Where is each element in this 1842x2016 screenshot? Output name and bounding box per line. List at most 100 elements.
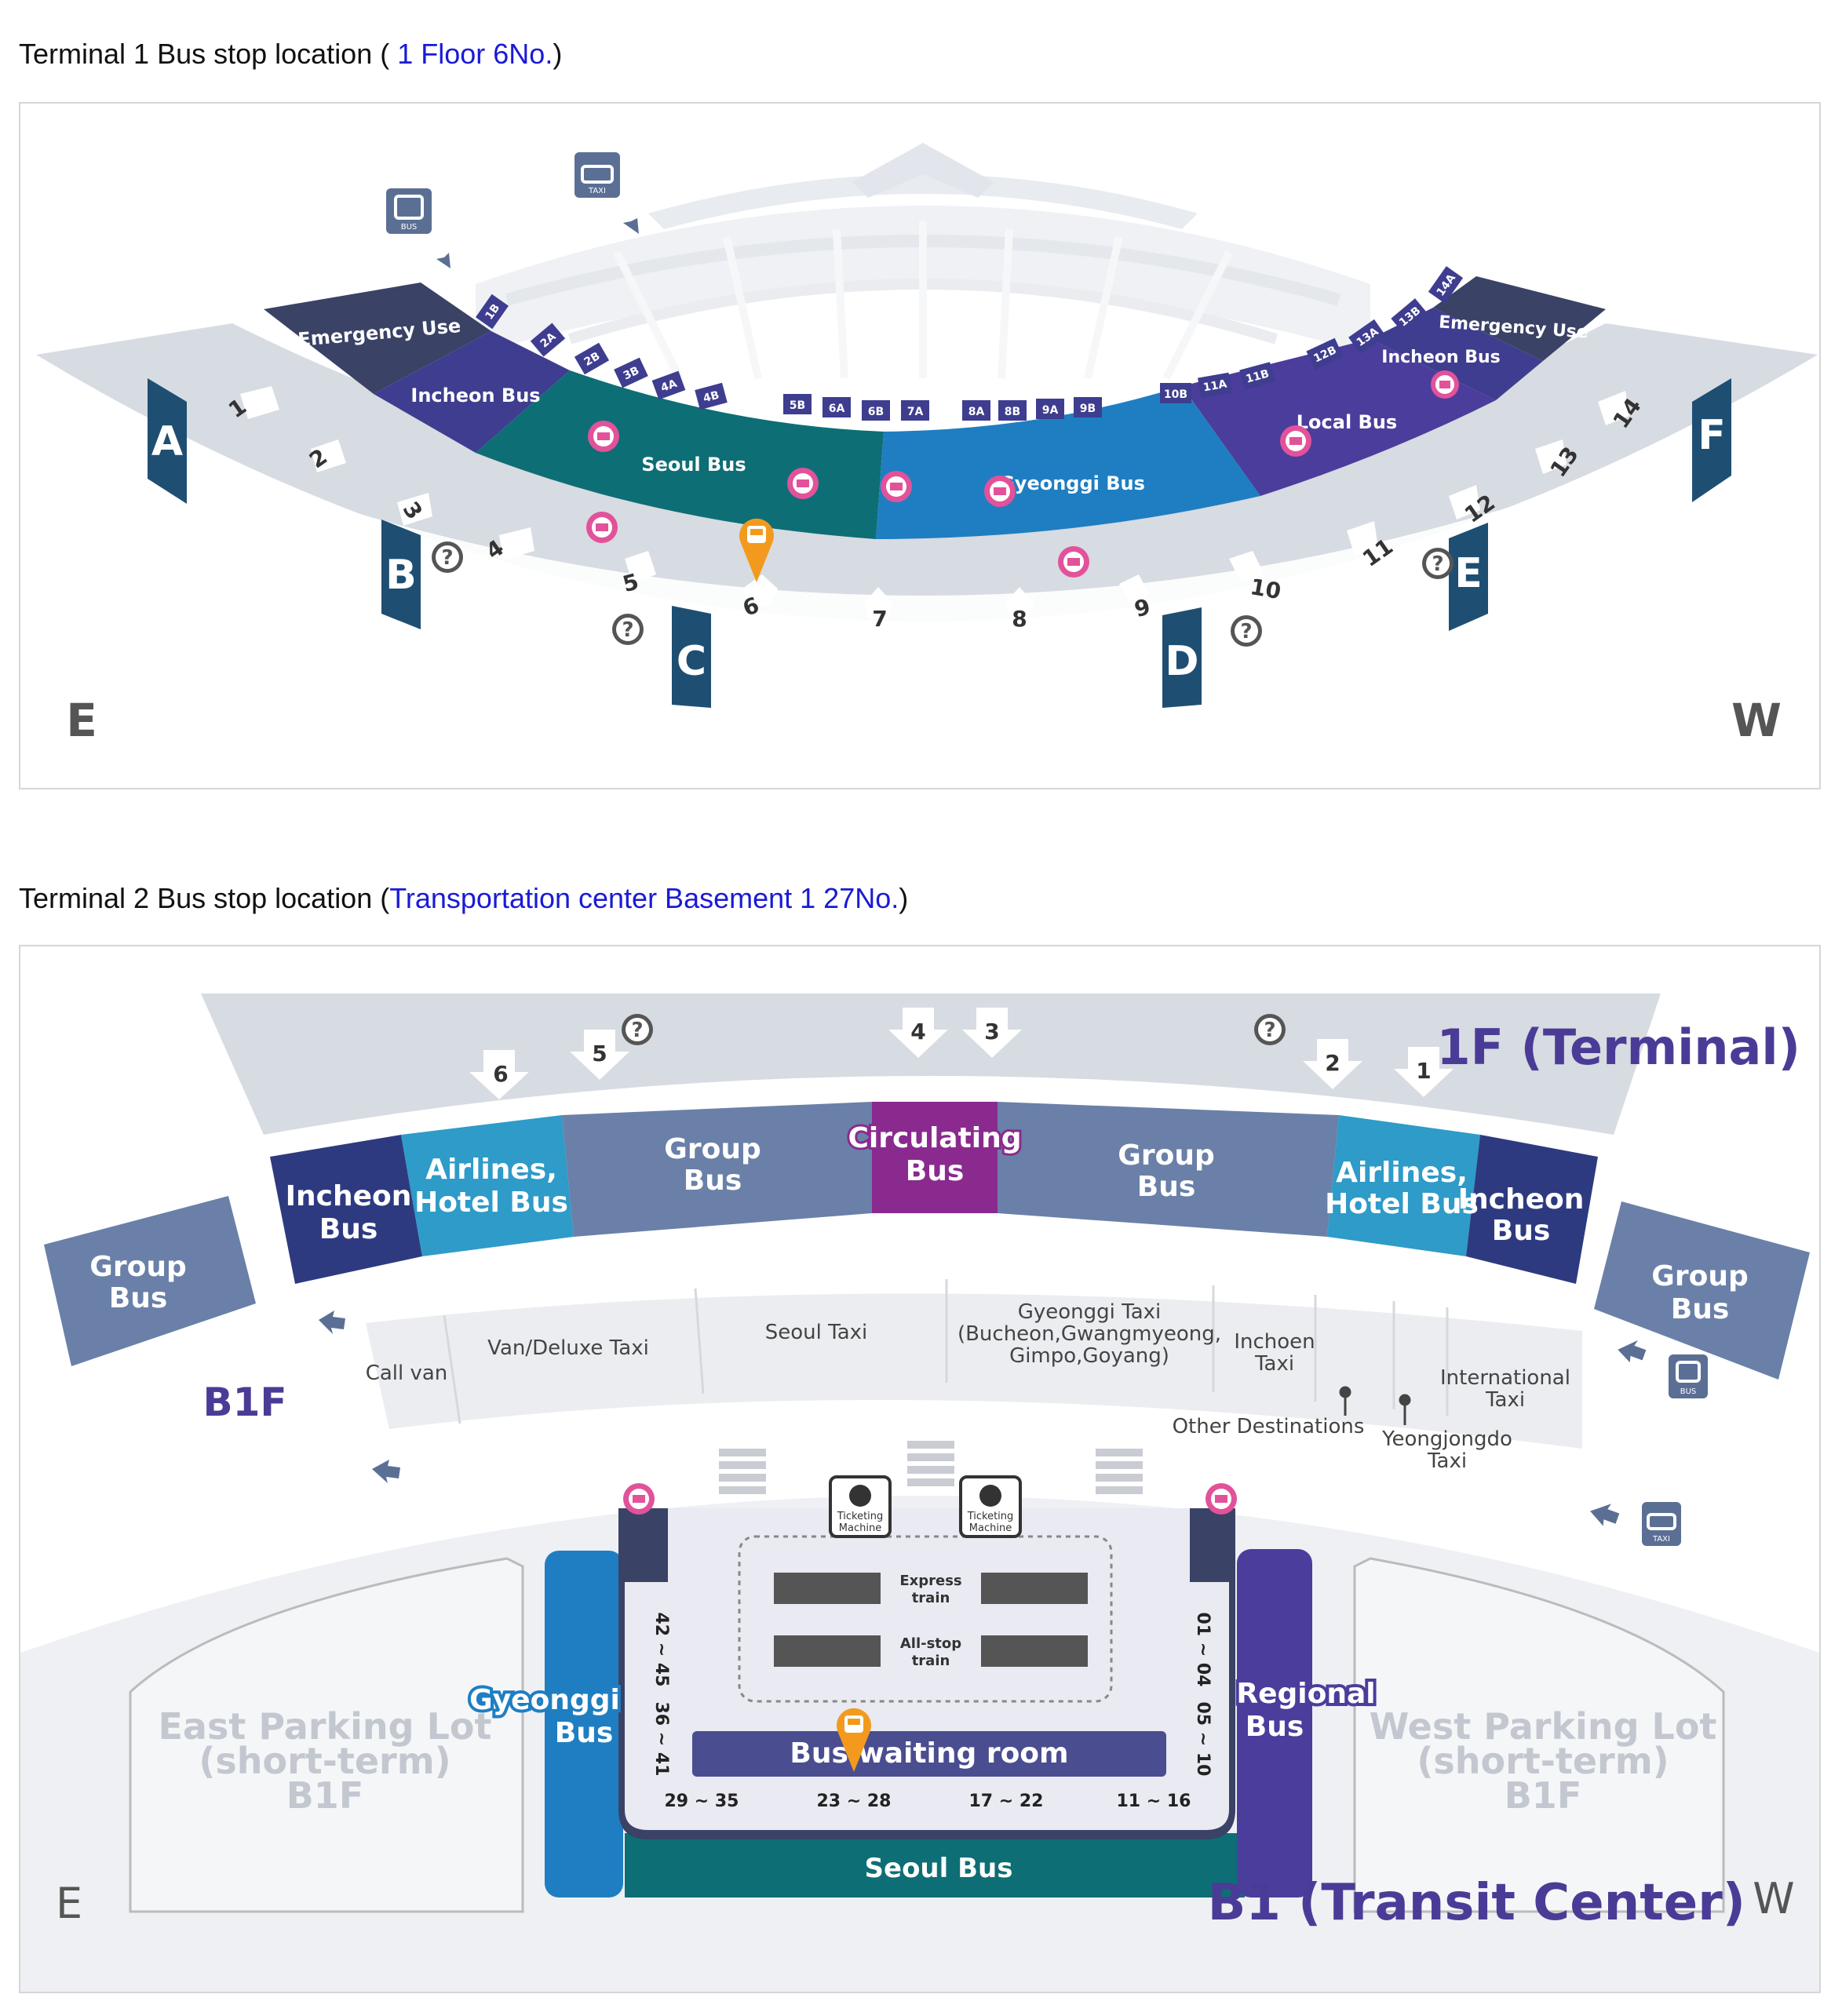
t1-taxi-icon: TAXI	[574, 152, 639, 234]
t1-stop-8b: 8B	[998, 400, 1027, 421]
svg-text:BUS: BUS	[401, 223, 418, 231]
t2-stops-bottom-2: 17 ~ 22	[969, 1792, 1044, 1811]
t2-bus-icon: BUS	[1669, 1354, 1708, 1398]
t2-waiting-room-label: Bus waiting room	[790, 1737, 1068, 1770]
t2-taxi-other: Other Destinations	[1173, 1415, 1365, 1438]
t2-east-parking-1: East Parking Lot	[158, 1705, 491, 1748]
t1-label-seoul: Seoul Bus	[641, 454, 746, 476]
t2-ticketing-machine-left: Ticketing Machine	[829, 1475, 892, 1538]
left-arrow-icon	[319, 1311, 345, 1334]
t1-gate-f: F	[1692, 378, 1731, 502]
t2-label-airlines-left-1: Airlines,	[425, 1154, 557, 1186]
t1-label-gyeonggi: Gyeonggi Bus	[999, 472, 1145, 494]
t1-stop-11a: 11A	[1198, 372, 1232, 399]
t2-door-6: 6	[469, 1050, 529, 1099]
ticket-icon	[1431, 370, 1459, 399]
t2-stops-right-top: 01 ~ 04	[1193, 1613, 1213, 1687]
t2-label-circulating-1: Circulating	[848, 1122, 1021, 1154]
svg-text:Express: Express	[899, 1573, 961, 1589]
svg-text:9A: 9A	[1042, 404, 1059, 417]
t1-stop-7a: 7A	[901, 400, 929, 421]
t2-zone-airlines-left	[401, 1115, 574, 1256]
t1-stop-1b: 1B	[476, 293, 509, 330]
svg-text:7: 7	[872, 606, 887, 632]
terminal2-location-link[interactable]: Transportation center Basement 1 27No.	[389, 882, 899, 914]
ticket-icon	[1058, 546, 1089, 578]
svg-text:?: ?	[441, 546, 453, 570]
svg-text:Ticketing: Ticketing	[967, 1511, 1014, 1522]
t2-label-incheon-left-2: Bus	[319, 1213, 378, 1245]
t2-label-group-far-left-1: Group	[89, 1251, 186, 1283]
t2-waiting-room	[692, 1731, 1166, 1777]
t1-label-incheon-left: Incheon Bus	[410, 385, 540, 406]
info-icon: ?	[1422, 548, 1454, 579]
ticket-icon	[1206, 1483, 1237, 1515]
t2-east-parking-3: B1F	[286, 1774, 364, 1817]
terminal2-heading-prefix: Terminal 2 Bus stop location (	[19, 882, 390, 914]
svg-text:D: D	[1165, 638, 1198, 685]
t2-zone-circulating	[872, 1102, 998, 1213]
t1-stop-12b: 12B	[1306, 337, 1344, 370]
terminal1-heading-prefix: Terminal 1 Bus stop location (	[19, 38, 398, 70]
t1-door-8: 8	[1005, 587, 1034, 632]
t2-stops-left-top: 42 ~ 45	[651, 1613, 671, 1687]
info-icon: ?	[622, 1014, 653, 1045]
svg-text:A: A	[151, 418, 183, 465]
t2-zone-incheon-left	[270, 1135, 422, 1284]
t2-taxi-inchoen-2: Taxi	[1254, 1352, 1294, 1376]
svg-text:Ticketing: Ticketing	[837, 1511, 884, 1522]
t2-west-parking	[1353, 1557, 1725, 1913]
t2-taxi-call-van: Call van	[366, 1362, 448, 1385]
t2-taxi-van-deluxe: Van/Deluxe Taxi	[487, 1336, 649, 1360]
svg-text:4B: 4B	[702, 389, 720, 406]
svg-text:2: 2	[1325, 1050, 1340, 1076]
t2-label-group-left-1: Group	[664, 1133, 761, 1165]
t1-stop-10b: 10B	[1160, 383, 1191, 403]
t2-ticketing-machine-right: Ticketing Machine	[959, 1475, 1022, 1538]
ticket-icon	[623, 1483, 655, 1515]
svg-text:Machine: Machine	[969, 1522, 1012, 1534]
t1-zone-incheon-right	[1370, 308, 1543, 400]
t1-door-3: 3	[397, 493, 432, 526]
svg-text:8B: 8B	[1005, 406, 1020, 418]
t2-direction-east: E	[56, 1879, 82, 1928]
t1-gate-d: D	[1162, 607, 1202, 708]
terminal1-location-link[interactable]: 1 Floor 6No.	[397, 38, 553, 70]
t1-door-7: 7	[864, 587, 892, 632]
t2-west-parking-2: (short-term)	[1417, 1740, 1669, 1782]
svg-text:11B: 11B	[1245, 367, 1271, 385]
t2-taxi-gyeonggi-1: Gyeonggi Taxi	[1018, 1300, 1162, 1324]
svg-text:Machine: Machine	[839, 1522, 881, 1534]
t2-floor-1f: 1F (Terminal)	[1436, 1019, 1800, 1076]
t2-zone-airlines-right	[1327, 1115, 1480, 1256]
t2-label-group-right-2: Bus	[1137, 1171, 1196, 1203]
ticket-icon	[881, 471, 912, 502]
t2-label-incheon-right-2: Bus	[1492, 1215, 1551, 1247]
svg-text:10: 10	[1249, 574, 1283, 604]
svg-text:B: B	[385, 552, 417, 599]
t1-direction-west: W	[1731, 694, 1782, 747]
t2-taxi-international-1: International	[1440, 1366, 1570, 1390]
t2-seoul-bus-label: Seoul Bus	[865, 1853, 1013, 1884]
t2-stops-left-bottom: 36 ~ 41	[651, 1702, 671, 1777]
t2-label-incheon-left-1: Incheon	[286, 1180, 412, 1212]
svg-text:?: ?	[1240, 620, 1252, 643]
terminal1-map: Emergency Use Incheon Bus Seoul Bus Gyeo…	[19, 102, 1821, 789]
t2-label-group-right-1: Group	[1118, 1139, 1214, 1172]
ticket-icon	[586, 512, 618, 543]
t1-stop-3b: 3B	[614, 357, 648, 388]
t2-regional-bus-label-2: Bus	[1246, 1711, 1304, 1743]
t2-allstop-train: All-stop train	[774, 1635, 1088, 1669]
ticket-icon	[588, 421, 619, 452]
t2-zone-incheon-right	[1466, 1135, 1598, 1284]
t2-door-5: 5	[570, 1030, 629, 1080]
t2-taxi-international-2: Taxi	[1485, 1388, 1525, 1412]
t2-terminal-band	[201, 993, 1661, 1135]
t2-stops-right-bottom: 05 ~ 10	[1193, 1702, 1213, 1777]
svg-text:TAXI: TAXI	[1652, 1535, 1670, 1544]
svg-text:5B: 5B	[790, 399, 805, 412]
svg-text:3: 3	[984, 1019, 999, 1044]
svg-text:F: F	[1698, 412, 1726, 459]
t1-zone-seoul	[476, 370, 884, 539]
t1-stop-4a: 4A	[651, 370, 686, 400]
